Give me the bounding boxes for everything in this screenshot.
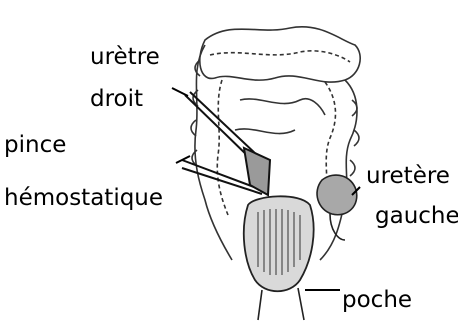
label-left-ureter-line1: uretère <box>366 163 450 189</box>
label-pouch: poche <box>342 287 412 313</box>
label-forceps-line1: pince <box>4 132 66 158</box>
label-right-urethra-line1: urètre <box>90 44 160 70</box>
label-right-urethra-line2: droit <box>90 86 143 112</box>
label-left-ureter-line2: gauche <box>375 203 458 229</box>
pouch-drawing <box>244 196 314 320</box>
label-forceps-line2: hémostatique <box>4 185 163 211</box>
